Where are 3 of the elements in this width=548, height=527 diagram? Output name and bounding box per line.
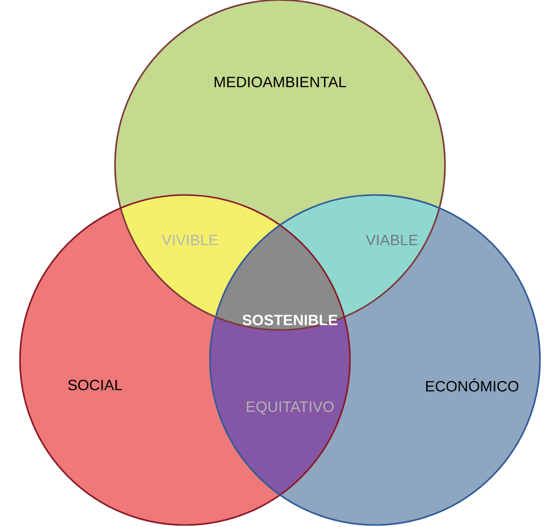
region-label: SOSTENIBLE (242, 314, 338, 326)
region-label: VIABLE (366, 234, 418, 246)
region-label: EQUITATIVO (246, 401, 334, 415)
